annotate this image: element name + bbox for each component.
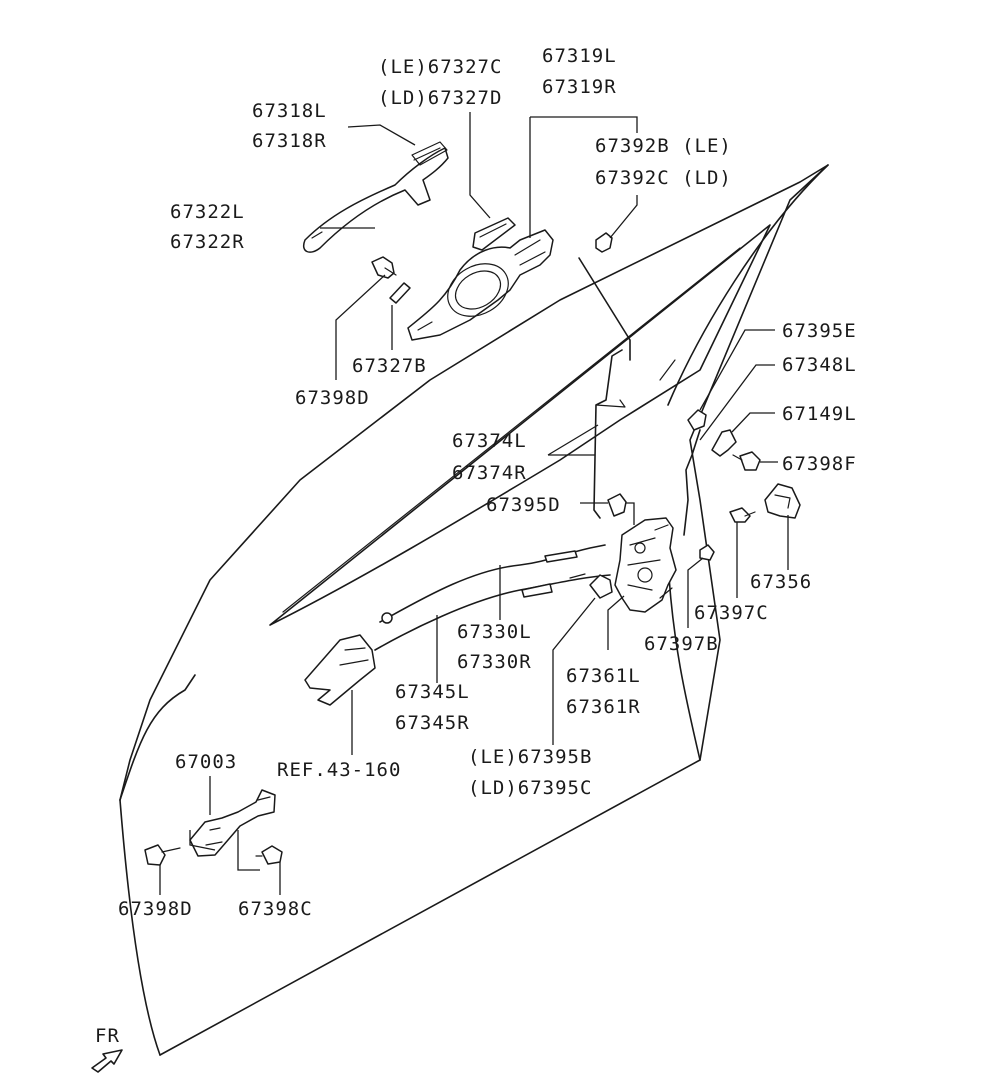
door-panel-outline [119, 164, 829, 1056]
door-check-67003-part [189, 789, 276, 857]
label-67374-2: 67374R [452, 462, 527, 484]
leader-67392 [609, 195, 638, 239]
screw-67398d-part [371, 256, 397, 279]
bolt-67398c-part [255, 845, 283, 865]
label-67318-2: 67318R [252, 130, 327, 152]
clip-67395e-part [687, 409, 707, 431]
label-67348l: 67348L [782, 354, 857, 376]
label-67319-1: 67319L [542, 45, 617, 67]
label-67398f: 67398F [782, 453, 857, 475]
label-67395b-2: (LD)67395C [468, 777, 592, 799]
label-67149l: 67149L [782, 403, 857, 425]
leader-67149l [731, 412, 775, 433]
label-67318-1: 67318L [252, 100, 327, 122]
label-67398d-top: 67398D [295, 387, 370, 409]
label-67327c-1: (LE)67327C [378, 56, 502, 78]
cable-67330-part [379, 544, 606, 624]
label-67395b-1: (LE)67395B [468, 746, 592, 768]
gasket-67327b-part [389, 282, 411, 304]
leader-67395e [699, 329, 775, 411]
outside-handle-part [303, 141, 449, 253]
label-67398d-bot: 67398D [118, 898, 193, 920]
label-67003: 67003 [175, 751, 237, 773]
label-67322-1: 67322L [170, 201, 245, 223]
striker-67356-part [764, 483, 801, 519]
label-67327c-2: (LD)67327D [378, 87, 502, 109]
bolt-67398f-part [732, 451, 761, 471]
label-67392-2: 67392C (LD) [595, 167, 732, 189]
leader-67003-b [189, 830, 216, 851]
rod-67348l-part [683, 429, 701, 536]
leader-67318 [347, 124, 416, 146]
inside-handle-ref-part [304, 634, 376, 706]
label-67361-1: 67361L [566, 665, 641, 687]
label-67397c: 67397C [694, 602, 769, 624]
label-67395d: 67395D [486, 494, 561, 516]
label-67374-1: 67374L [452, 430, 527, 452]
clip-67395d-part [607, 493, 627, 517]
label-67345-2: 67345R [395, 712, 470, 734]
label-67395e: 67395E [782, 320, 857, 342]
leader-67398d-top [335, 274, 386, 380]
bracket-67149l-part [711, 429, 737, 457]
label-67330-1: 67330L [457, 621, 532, 643]
label-fr: FR [95, 1025, 120, 1047]
leader-67003-c [237, 830, 260, 871]
part-labels: 67318L 67318R (LE)67327C (LD)67327D 6731… [95, 45, 857, 1047]
screw-67397c-part [729, 507, 756, 523]
leader-67397b [687, 557, 704, 628]
clip-67395b-part [589, 574, 613, 599]
label-67398c: 67398C [238, 898, 313, 920]
leader-67395b [552, 597, 596, 745]
label-67330-2: 67330R [457, 651, 532, 673]
label-67327b: 67327B [352, 355, 427, 377]
front-arrow-icon [91, 1049, 123, 1073]
leader-67374-b [547, 424, 599, 456]
label-67392-1: 67392B (LE) [595, 135, 732, 157]
door-latch-part [614, 517, 677, 613]
clip-67392-part [595, 232, 613, 253]
leader-67327c [469, 112, 491, 219]
label-67356: 67356 [750, 571, 812, 593]
label-ref: REF.43-160 [277, 759, 401, 781]
leader-67361 [607, 595, 625, 650]
bolt-67398d-bottom-part [144, 844, 181, 866]
label-67319-2: 67319R [542, 76, 617, 98]
label-67345-1: 67345L [395, 681, 470, 703]
rod-67374-part [578, 257, 631, 519]
screw-67397b-part [699, 544, 715, 561]
leader-67319-b [530, 116, 638, 133]
handle-frame-part [407, 229, 554, 341]
cable-67345-part [374, 573, 611, 651]
handle-gasket-part [472, 217, 516, 251]
leader-67348l [699, 364, 775, 441]
leader-67395d-b [626, 502, 635, 525]
label-67397b: 67397B [644, 633, 719, 655]
label-67322-2: 67322R [170, 231, 245, 253]
label-67361-2: 67361R [566, 696, 641, 718]
